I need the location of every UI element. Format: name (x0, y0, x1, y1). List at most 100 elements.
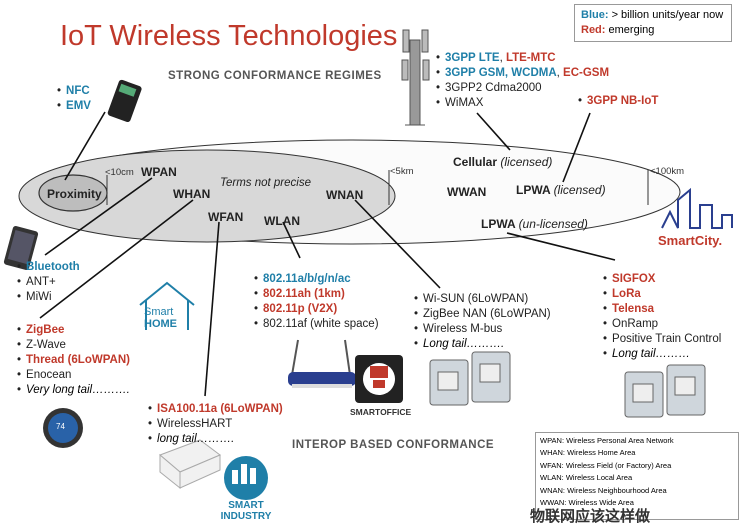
sigfox-tech-item: Telensa (603, 302, 721, 317)
zigbee-tech-item: ZigBee (17, 323, 130, 338)
cellular-tech-item: 3GPP GSM, WCDMA, EC-GSM (436, 66, 609, 81)
bluetooth-tech-item: MiWi (17, 290, 80, 305)
smart-home-line1: Smart (144, 306, 174, 318)
abbr-line: WNAN: Wireless Neighbourhood Area (540, 485, 667, 495)
interop-conformance-label: INTEROP BASED CONFORMANCE (292, 439, 495, 451)
lpwa-licensed-note: (licensed) (553, 183, 606, 197)
lpwa-licensed-label: LPWA (516, 183, 551, 197)
distance-100km: <100km (650, 166, 685, 177)
tech-name: Z-Wave (26, 339, 66, 351)
smart-industry-line1: SMART (228, 500, 264, 511)
zone-whan: WHAN (173, 187, 211, 201)
wisun-tech-item: ZigBee NAN (6LoWPAN) (414, 307, 551, 322)
wisun-tech-item: Long tail………. (414, 337, 551, 352)
cellular-note: (licensed) (500, 155, 553, 169)
smart-home-text: Smart HOME (144, 306, 177, 330)
tech-name: SIGFOX (612, 273, 656, 285)
bluetooth-tech-item: Bluetooth (17, 260, 80, 275)
meter-box-icon-1 (429, 351, 511, 406)
zone-wfan: WFAN (208, 210, 244, 224)
group-wifi: 802.11a/b/g/n/ac 802.11ah (1km) 802.11p (V… (254, 272, 379, 332)
cellular-tech-item: WiMAX (436, 96, 609, 111)
tech-name: long tail………. (157, 433, 235, 445)
tech-name: 802.11af (white space) (263, 318, 379, 330)
tech-name: MiWi (26, 291, 52, 303)
group-wisun: Wi-SUN (6LoWPAN)ZigBee NAN (6LoWPAN)Wire… (414, 292, 551, 352)
zone-lpwa-licensed: LPWA (licensed) (516, 183, 606, 197)
tech-name: Wi-SUN (6LoWPAN) (423, 293, 529, 305)
tech-name: , (499, 52, 506, 64)
tech-name: LTE-MTC (505, 52, 556, 64)
tech-name: 3GPP GSM, WCDMA (445, 67, 557, 79)
tech-name: Telensa (612, 303, 655, 315)
color-legend: Blue: > billion units/year now Red: emer… (574, 4, 732, 42)
tech-name: 802.11a/b/g/n/ac (263, 273, 351, 285)
zigbee-tech-item: Enocean (17, 368, 130, 383)
zone-proximity: Proximity (47, 187, 102, 201)
connector-isa (204, 221, 220, 397)
smart-industry-text: SMART INDUSTRY (218, 500, 274, 522)
router-icon (288, 339, 356, 388)
group-nfc: NFC EMV (57, 84, 91, 114)
bluetooth-tech-item: ANT+ (17, 275, 80, 290)
abbr-line: WWAN: Wireless Wide Area (540, 498, 634, 508)
tech-name: Very long tail………. (26, 384, 130, 396)
zone-lpwa-unlicensed: LPWA (un-licensed) (481, 217, 588, 231)
sensor-device-icon (159, 439, 221, 490)
wifi-tech-item: 802.11ah (1km) (254, 287, 379, 302)
smart-industry-line2: INDUSTRY (220, 511, 272, 522)
smart-city-logo (661, 187, 733, 229)
connector-wnan (354, 199, 441, 289)
lpwa-unlicensed-label: LPWA (481, 217, 516, 231)
tech-name: NFC (66, 85, 90, 97)
zigbee-tech-item: Z-Wave (17, 338, 130, 353)
tech-name: 802.11ah (1km) (263, 288, 345, 300)
connector-nbiot (562, 112, 591, 183)
smart-city-text: SmartCity. (658, 233, 723, 248)
sigfox-tech-item: SIGFOX (603, 272, 721, 287)
cell-tower-icon (401, 29, 430, 126)
page-title: IoT Wireless Technologies (60, 20, 398, 52)
tech-name: WirelessHART (157, 418, 233, 430)
tech-name: EMV (66, 100, 91, 112)
smart-home-logo (139, 281, 195, 330)
thermostat-reading: 74 (56, 422, 65, 431)
tech-name: Thread (6LoWPAN) (26, 354, 130, 366)
wifi-tech-item: 802.11p (V2X) (254, 302, 379, 317)
tech-name: Long tail………. (423, 338, 505, 350)
tech-name: Enocean (26, 369, 72, 381)
tech-name: 3GPP2 Cdma2000 (445, 82, 542, 94)
tech-name: OnRamp (612, 318, 659, 330)
wifi-tech-item: 802.11af (white space) (254, 317, 379, 332)
tech-name: Bluetooth (26, 261, 80, 273)
strong-conformance-label: STRONG CONFORMANCE REGIMES (168, 70, 382, 82)
cellular-tech-item: 3GPP2 Cdma2000 (436, 81, 609, 96)
zone-wwan: WWAN (447, 185, 487, 199)
tech-name: ISA100.11a (6LoWPAN) (157, 403, 283, 415)
sigfox-tech-item: LoRa (603, 287, 721, 302)
tech-name: 3GPP NB-IoT (587, 95, 659, 107)
distance-5km: <5km (390, 166, 414, 177)
wisun-tech-item: Wi-SUN (6LoWPAN) (414, 292, 551, 307)
zone-wpan: WPAN (141, 165, 177, 179)
abbr-line: WHAN: Wireless Home Area (540, 448, 636, 458)
abbr-line: WLAN: Wireless Local Area (540, 473, 633, 483)
connector-bluetooth (44, 177, 153, 256)
sigfox-tech-item: Long tail……… (603, 347, 721, 362)
tech-name: Long tail……… (612, 348, 691, 360)
sigfox-tech-item: Positive Train Control (603, 332, 721, 347)
group-bluetooth: BluetoothANT+MiWi (17, 260, 80, 305)
tech-name: WiMAX (445, 97, 484, 109)
wifi-tech-item: 802.11a/b/g/n/ac (254, 272, 379, 287)
card-reader-icon (107, 79, 142, 123)
tech-name: Positive Train Control (612, 333, 722, 345)
zigbee-tech-item: Very long tail………. (17, 383, 130, 398)
thermostat-icon (43, 408, 83, 448)
group-isa: ISA100.11a (6LoWPAN) WirelessHART long tai… (148, 402, 283, 447)
tech-name: , (556, 67, 564, 79)
phone-icon (3, 225, 39, 271)
isa-tech-item: ISA100.11a (6LoWPAN) (148, 402, 283, 417)
smart-industry-logo (224, 456, 268, 500)
zone-wlan: WLAN (264, 214, 300, 228)
tech-name: 3GPP LTE (445, 52, 500, 64)
